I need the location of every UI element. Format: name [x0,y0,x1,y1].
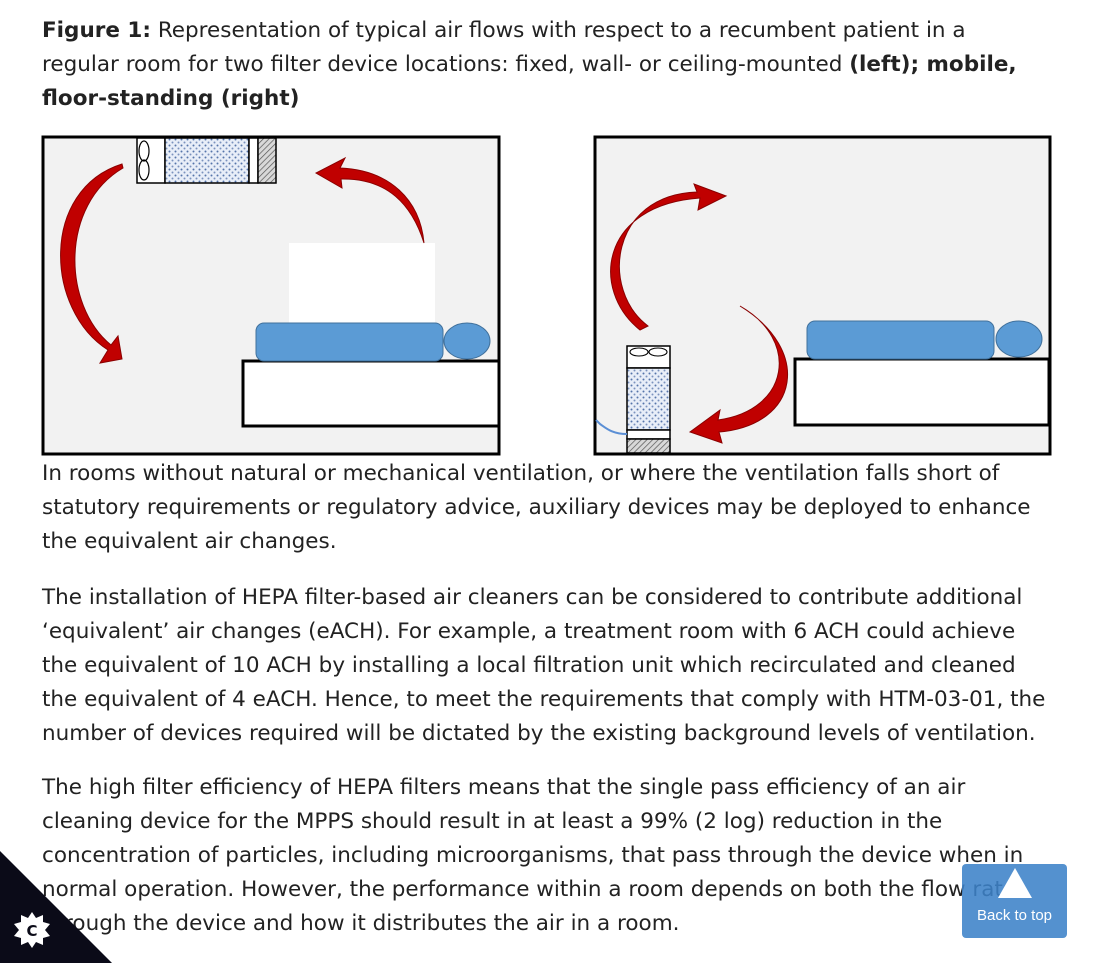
patient-head-left [443,322,491,360]
fan-blade-icon [648,347,668,357]
figure-caption: Figure 1: Representation of typical air … [42,14,1042,116]
bed-right [793,357,1051,427]
patient-head-right [995,320,1043,358]
paragraph-2: The installation of HEPA filter-based ai… [42,585,1046,746]
filter-gap [626,429,671,440]
blank-area [289,243,435,325]
caption-bold-tail: (left); mobile, floor-standing (right) [42,52,1017,111]
up-triangle-icon [998,868,1032,898]
cookie-gear-icon: C [0,851,112,963]
cookie-settings-button[interactable]: C [0,851,112,963]
hepa-filter [626,367,671,431]
power-cable [595,419,628,435]
patient-body-left [255,322,444,362]
filter-gap [248,137,259,184]
right-panel [593,135,1052,456]
left-panel [41,135,501,456]
pre-filter [257,137,277,184]
paragraph-1: In rooms without natural or mechanical v… [42,461,1031,554]
hepa-filter [164,137,250,184]
fan-housing [136,137,166,184]
figure-diagram [41,135,1052,456]
pre-filter [626,438,671,454]
airflow-arrow-return [688,305,789,444]
airflow-arrow-down [60,163,124,364]
fan-blade-icon [138,159,150,181]
fan-blade-icon [138,140,150,162]
back-to-top-label: Back to top [976,907,1053,924]
figure-label: Figure 1: [42,18,151,43]
airflow-arrow-up [314,156,425,244]
airflow-arrow-up [610,183,728,331]
ceiling-filter-unit [136,137,277,184]
caption-text: Representation of typical air flows with… [42,18,966,77]
fan-blade-icon [629,347,649,357]
back-to-top-button[interactable]: Back to top [962,864,1067,938]
bed-left [241,359,501,428]
cookie-letter: C [26,922,37,940]
paragraph-3: The high filter efficiency of HEPA filte… [42,775,1024,936]
mobile-filter-unit [595,345,671,454]
patient-body-right [806,320,995,360]
